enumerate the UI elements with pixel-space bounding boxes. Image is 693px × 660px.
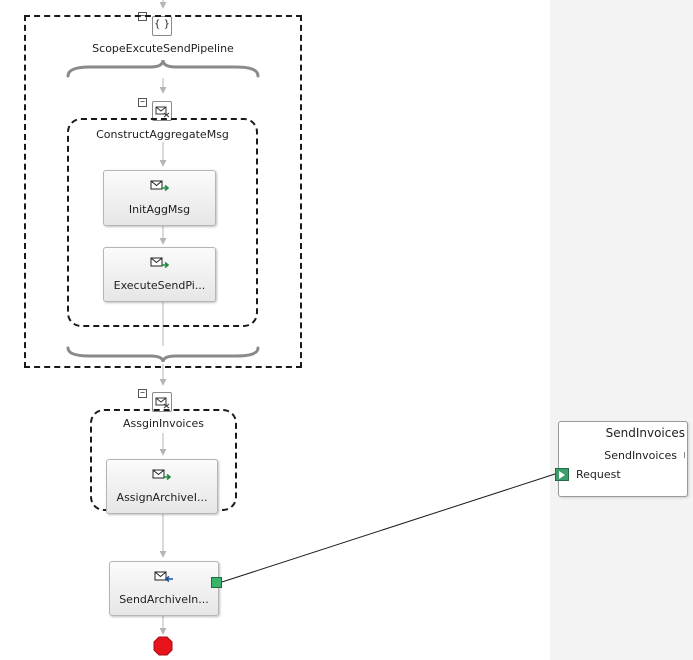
construct-message-icon[interactable] xyxy=(152,392,172,412)
port-request-handle-icon[interactable] xyxy=(555,468,569,481)
construct-message-icon[interactable] xyxy=(152,101,172,121)
scope-open-brace xyxy=(66,59,260,78)
port-send-invoices[interactable]: SendInvoices SendInvoices Request xyxy=(555,421,688,497)
shape-init-agg-msg-label: InitAggMsg xyxy=(128,203,191,216)
scope-braces-glyph: { } xyxy=(154,19,170,30)
construct-aggregate-shape[interactable] xyxy=(67,118,258,327)
shape-send-archive-invoices[interactable]: SendArchiveIn... xyxy=(109,561,219,616)
message-assign-icon xyxy=(150,180,169,192)
send-message-icon xyxy=(154,571,173,583)
shape-init-agg-msg[interactable]: InitAggMsg xyxy=(103,170,216,226)
shape-execute-send-pipeline[interactable]: ExecuteSendPi... xyxy=(103,247,216,302)
envelope-scissors-icon xyxy=(155,106,170,118)
shape-execute-send-pipeline-label: ExecuteSendPi... xyxy=(113,279,206,292)
port-operation-marker xyxy=(684,452,685,458)
port-request-message[interactable]: Request xyxy=(576,468,621,481)
construct-aggregate-name: ConstructAggregateMsg xyxy=(96,128,229,141)
send-port-connector-handle[interactable] xyxy=(211,577,222,588)
port-name: SendInvoices xyxy=(605,426,685,440)
construct-invoices-name: AssginInvoices xyxy=(122,417,205,430)
envelope-scissors-icon xyxy=(155,397,170,409)
message-assign-icon xyxy=(152,469,172,481)
scope-shape[interactable] xyxy=(24,15,302,368)
shape-send-archive-invoices-label: SendArchiveIn... xyxy=(119,593,209,606)
shape-assign-archive-invoices[interactable]: AssignArchiveI... xyxy=(106,459,218,514)
orchestration-design-surface[interactable] xyxy=(0,0,550,660)
port-operation[interactable]: SendInvoices xyxy=(604,449,677,462)
port-surface[interactable] xyxy=(550,0,693,660)
construct-aggregate-collapse-button[interactable]: − xyxy=(138,98,147,107)
port-binding-line xyxy=(221,473,556,583)
shape-assign-archive-invoices-label: AssignArchiveI... xyxy=(116,491,208,504)
message-assign-icon xyxy=(150,257,169,269)
scope-name: ScopeExcuteSendPipeline xyxy=(92,42,234,55)
construct-invoices-collapse-button[interactable]: − xyxy=(138,389,147,398)
scope-close-brace xyxy=(66,346,260,363)
